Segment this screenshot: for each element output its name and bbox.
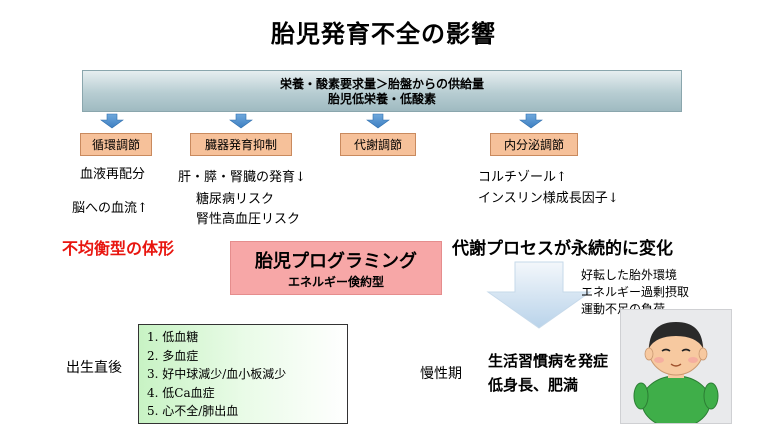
birth-complications-list: 1. 低血糖 2. 多血症 3. 好中球減少/血小板減少 4. 低Ca血症 5.…: [138, 324, 348, 424]
endocrine-item: コルチゾール↑: [478, 170, 567, 185]
category-metabolism: 代謝調節: [340, 133, 416, 156]
large-down-arrow-icon: [486, 261, 592, 329]
category-circulation: 循環調節: [80, 133, 152, 156]
category-organ-growth: 臓器発育抑制: [190, 133, 292, 156]
child-icon: [633, 322, 719, 429]
chronic-item: 生活習慣病を発症: [488, 352, 609, 370]
imbalanced-body-label: 不均衡型の体形: [62, 239, 175, 258]
down-arrow-icon: [100, 113, 124, 129]
supply-demand-banner: 栄養・酸素要求量＞胎盤からの供給量 胎児低栄養・低酸素: [82, 70, 682, 112]
list-item: 2. 多血症: [147, 348, 199, 363]
list-item: 5. 心不全/肺出血: [147, 404, 239, 418]
obese-child-illustration: [620, 309, 732, 429]
list-item: 4. 低Ca血症: [147, 385, 215, 400]
environment-note: 好転した胎外環境: [581, 268, 678, 282]
banner-line-1: 栄養・酸素要求量＞胎盤からの供給量: [279, 77, 484, 91]
banner-line-2: 胎児低栄養・低酸素: [327, 92, 436, 106]
down-arrow-icon: [366, 113, 390, 129]
programming-title: 胎児プログラミング: [255, 251, 417, 272]
chronic-item: 低身長、肥満: [488, 376, 579, 394]
list-item: 3. 好中球減少/血小板減少: [147, 367, 287, 381]
chronic-label: 慢性期: [420, 366, 462, 382]
list-item: 1. 低血糖: [147, 330, 199, 344]
environment-note: エネルギー過剰摂取: [581, 285, 690, 299]
page-title: 胎児発育不全の影響: [271, 20, 496, 48]
birth-label: 出生直後: [66, 360, 122, 376]
programming-subtitle: エネルギー倹約型: [287, 275, 384, 289]
fetal-programming-box: 胎児プログラミング エネルギー倹約型: [230, 241, 442, 295]
circulation-item: 脳への血流↑: [72, 201, 148, 216]
metabolic-change-label: 代謝プロセスが永続的に変化: [452, 239, 673, 259]
endocrine-item: インスリン様成長因子↓: [478, 191, 619, 206]
down-arrow-icon: [519, 113, 543, 129]
down-arrow-icon: [229, 113, 253, 129]
organ-item: 糖尿病リスク: [196, 192, 275, 207]
organ-item: 肝・膵・腎臓の発育↓: [178, 170, 306, 185]
organ-item: 腎性高血圧リスク: [196, 212, 301, 227]
circulation-item: 血液再配分: [80, 167, 146, 182]
category-endocrine: 内分泌調節: [490, 133, 578, 156]
